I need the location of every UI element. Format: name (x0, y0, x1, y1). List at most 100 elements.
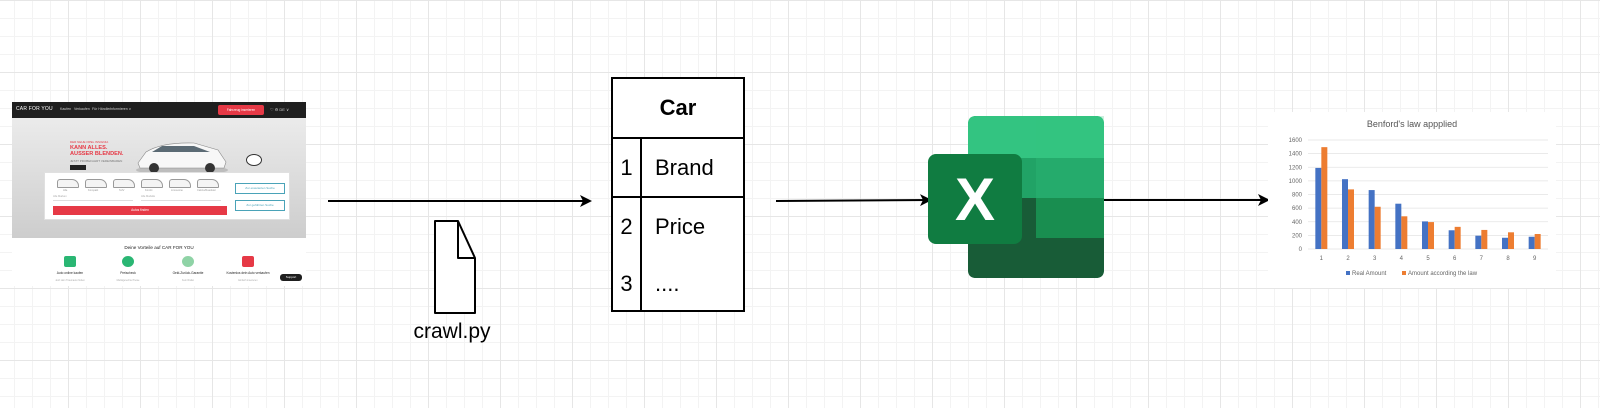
car-type-icon (57, 179, 79, 188)
car-type-icon (197, 179, 219, 188)
benefit-label: Geld-Zurück-Garantie (172, 271, 204, 275)
bar (1395, 203, 1402, 249)
row-field: .... (655, 270, 680, 296)
legend-label: Real Amount (1352, 271, 1387, 277)
legend-swatch (1346, 271, 1350, 275)
benefit-label: Auto online kaufen (56, 271, 84, 275)
x-tick-label: 2 (1346, 256, 1350, 262)
x-tick-label: 6 (1453, 256, 1457, 262)
y-tick-label: 600 (1292, 206, 1303, 212)
site-nav-item: Informieren ∨ (110, 107, 132, 111)
make-select: Alle Marken (53, 195, 133, 201)
file-icon (434, 220, 476, 314)
x-tick-label: 9 (1533, 256, 1537, 262)
bar (1481, 229, 1488, 249)
benefit-label: Preischeck (120, 271, 136, 275)
car-type-icon (113, 179, 135, 188)
row-field: Brand (655, 154, 714, 180)
table-row: 2 Price (613, 198, 743, 255)
excel-letter: X (955, 166, 995, 233)
hero-button (70, 165, 86, 170)
file-label: crawl.py (413, 320, 491, 343)
car-type-label: Kombi (145, 189, 153, 192)
row-field: Price (655, 213, 706, 239)
arrow-table-to-excel (775, 194, 932, 207)
x-tick-label: 3 (1373, 256, 1377, 262)
car-type-label: Limousine (171, 189, 183, 192)
benefit-sub: Kein Risiko (182, 279, 194, 282)
car-type-label: Alle (63, 189, 68, 192)
site-logo: CAR FOR YOU (16, 106, 53, 112)
bar (1528, 236, 1535, 249)
excel-icon: X (928, 116, 1104, 278)
legend-swatch (1402, 271, 1406, 275)
bar (1422, 221, 1428, 249)
benefit-icon (122, 256, 134, 267)
car-type-icon (85, 179, 107, 188)
benefit-icon (242, 256, 254, 267)
site-nav-item: Verkaufen (74, 107, 90, 111)
benefit-sub: Einfach inserieren (238, 279, 258, 282)
bar (1454, 226, 1461, 249)
support-button: Support (280, 274, 302, 281)
benefit-icon (182, 256, 194, 267)
site-nav-item: Für Händler (92, 107, 111, 111)
site-nav-item: Kaufen (60, 107, 72, 111)
legend-label: Amount according the law (1408, 271, 1478, 277)
bar (1508, 232, 1514, 249)
brand-logo (246, 154, 262, 166)
bar (1374, 206, 1381, 249)
y-tick-label: 1400 (1289, 152, 1303, 158)
table-title: Car (613, 79, 743, 139)
model-select: Alle Modelle (141, 195, 221, 201)
bar (1475, 235, 1482, 249)
bar (1448, 230, 1455, 249)
x-tick-label: 1 (1320, 256, 1324, 262)
car-table: Car 1 Brand 2 Price 3 .... (611, 77, 745, 312)
x-tick-label: 8 (1506, 256, 1510, 262)
bar (1368, 190, 1375, 249)
bar (1534, 234, 1541, 249)
site-cta-button: Fahrzeug inserieren (218, 105, 264, 115)
y-tick-label: 200 (1292, 233, 1303, 239)
hero-slogan: KANN ALLES. AUSSER BLENDEN. (70, 145, 124, 157)
car-type-label: Kompakt (88, 189, 99, 192)
row-number: 1 (613, 139, 642, 196)
y-tick-label: 1000 (1289, 179, 1303, 185)
row-number: 2 (613, 198, 642, 255)
car-type-label: Cabrio/Roadster (197, 189, 216, 192)
y-tick-label: 1200 (1289, 165, 1303, 171)
bar (1428, 222, 1434, 249)
guided-search-button: Zur geführten Suche (235, 200, 285, 211)
bar (1315, 167, 1322, 249)
y-tick-label: 1600 (1289, 138, 1303, 144)
benefit-label: Kostenlos dein Auto verkaufen (226, 271, 270, 275)
chart-svg: Benford's law appplied 02004006008001000… (1289, 119, 1548, 277)
car-type-label: SUV (119, 189, 125, 192)
hero-kicker: DER NEUE OPEL INSIGNIA (70, 140, 109, 144)
advanced-search-button: Zur erweiterten Suche (235, 183, 285, 194)
table-row: 1 Brand (613, 139, 743, 198)
find-cars-button: Autos finden (53, 206, 227, 215)
search-card: Alle Kompakt SUV Kombi Limousine Cabrio/… (44, 172, 290, 220)
x-tick-label: 4 (1400, 256, 1404, 262)
bar (1342, 179, 1348, 249)
bar (1401, 216, 1408, 249)
y-tick-label: 0 (1299, 247, 1303, 253)
car-type-icon (169, 179, 191, 188)
x-tick-label: 5 (1426, 256, 1430, 262)
website-screenshot: CAR FOR YOU Kaufen Verkaufen Für Händler… (12, 102, 306, 286)
site-nav-icons: ♡ ⚙ DE ∨ (270, 107, 289, 112)
bar (1321, 147, 1328, 249)
car-type-icon (141, 179, 163, 188)
bar (1502, 237, 1508, 249)
benefit-icon (64, 256, 76, 267)
row-number: 3 (613, 255, 642, 312)
chart-title: Benford's law appplied (1367, 119, 1457, 129)
hero-subline: JETZT PROBEFAHRT VEREINBAREN (70, 159, 123, 163)
benefits-title: Deine Vorteile auf CAR FOR YOU (124, 245, 194, 250)
benefit-sub: Jetzt dein Traumauto finden (55, 279, 85, 282)
y-tick-label: 400 (1292, 220, 1303, 226)
